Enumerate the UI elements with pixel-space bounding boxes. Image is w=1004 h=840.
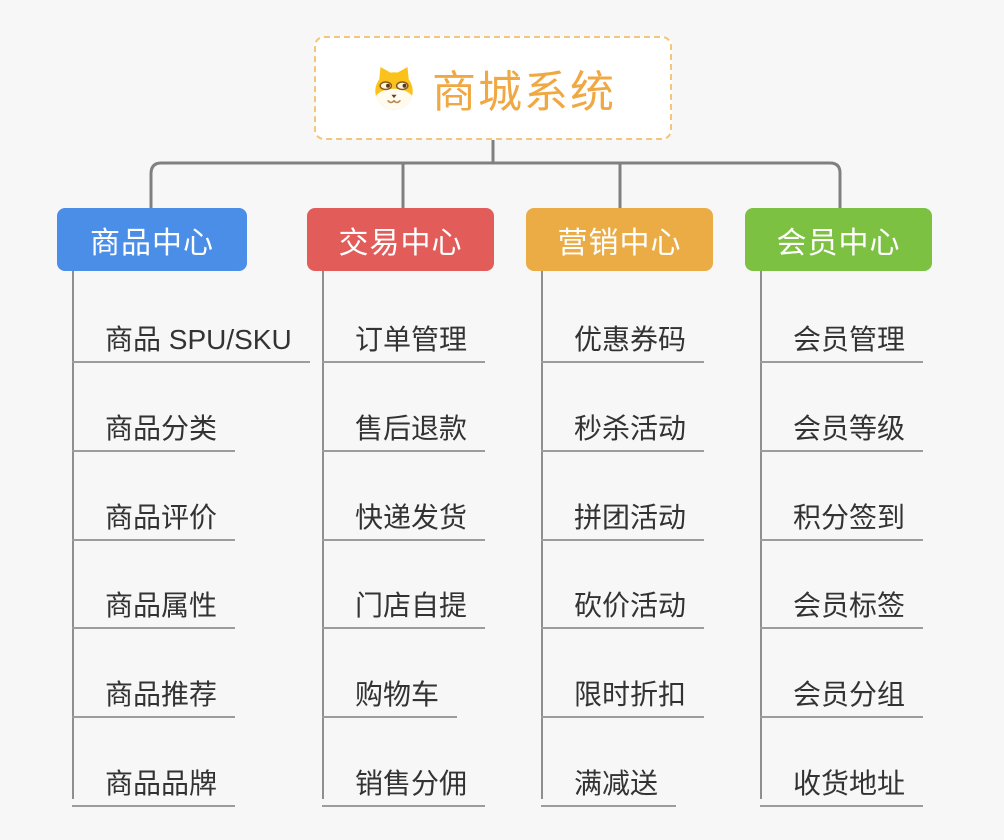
- branch-label: 会员中心: [776, 226, 901, 260]
- subtopic-label: 积分签到: [793, 502, 906, 533]
- subtopic-node[interactable]: 满减送: [541, 754, 677, 807]
- subtopic-label: 商品品牌: [105, 768, 218, 799]
- subtopic-node[interactable]: 限时折扣: [541, 665, 705, 718]
- subtopic-node[interactable]: 快递发货: [322, 488, 486, 541]
- subtopic-label: 售后退款: [355, 413, 468, 444]
- subtopic-node[interactable]: 优惠券码: [541, 310, 705, 363]
- subtopic-label: 商品 SPU/SKU: [105, 324, 292, 355]
- subtopic-node[interactable]: 销售分佣: [322, 754, 486, 807]
- subtopic-node[interactable]: 售后退款: [322, 399, 486, 452]
- subtopic-label: 商品属性: [105, 590, 218, 621]
- subtopic-label: 会员管理: [793, 324, 906, 355]
- subtopic-label: 订单管理: [355, 324, 468, 355]
- subtopic-node[interactable]: 会员分组: [760, 665, 924, 718]
- subtopic-node[interactable]: 秒杀活动: [541, 399, 705, 452]
- branch-node-marketing-center[interactable]: 营销中心: [526, 208, 713, 271]
- subtopic-label: 商品分类: [105, 413, 218, 444]
- subtopic-label: 快递发货: [355, 502, 468, 533]
- subtopic-node[interactable]: 商品评价: [72, 488, 236, 541]
- subtopic-node[interactable]: 积分签到: [760, 488, 924, 541]
- branch-label: 营销中心: [557, 226, 682, 260]
- subtopic-label: 商品评价: [105, 502, 218, 533]
- subtopic-label: 会员分组: [793, 679, 906, 710]
- branch-label: 商品中心: [90, 226, 214, 260]
- subtopic-node[interactable]: 会员管理: [760, 310, 924, 363]
- subtopic-node[interactable]: 会员标签: [760, 576, 924, 629]
- subtopic-label: 收货地址: [793, 768, 906, 799]
- subtopic-label: 限时折扣: [574, 679, 687, 710]
- subtopic-label: 销售分佣: [355, 768, 468, 799]
- branch-node-product-center[interactable]: 商品中心: [57, 208, 247, 271]
- subtopic-label: 秒杀活动: [574, 413, 687, 444]
- root-title: 商城系统: [432, 68, 616, 117]
- subtopic-label: 拼团活动: [574, 502, 687, 533]
- subtopic-label: 购物车: [355, 679, 440, 710]
- subtopic-label: 砍价活动: [574, 590, 687, 621]
- subtopic-label: 门店自提: [355, 590, 468, 621]
- subtopic-node[interactable]: 商品品牌: [72, 754, 236, 807]
- subtopic-label: 会员等级: [793, 413, 906, 444]
- branch-label: 交易中心: [338, 226, 463, 260]
- subtopic-label: 会员标签: [793, 590, 906, 621]
- branch-node-trade-center[interactable]: 交易中心: [307, 208, 494, 271]
- subtopic-label: 优惠券码: [574, 324, 687, 355]
- subtopic-node[interactable]: 购物车: [322, 665, 458, 718]
- subtopic-node[interactable]: 商品属性: [72, 576, 236, 629]
- root-node[interactable]: 商城系统: [314, 36, 672, 140]
- branch-node-member-center[interactable]: 会员中心: [745, 208, 932, 271]
- subtopic-label: 满减送: [574, 768, 659, 799]
- subtopic-node[interactable]: 商品分类: [72, 399, 236, 452]
- subtopic-node[interactable]: 商品 SPU/SKU: [72, 310, 310, 363]
- subtopic-node[interactable]: 拼团活动: [541, 488, 705, 541]
- subtopic-node[interactable]: 收货地址: [760, 754, 924, 807]
- subtopic-label: 商品推荐: [105, 679, 218, 710]
- subtopic-node[interactable]: 砍价活动: [541, 576, 705, 629]
- subtopic-node[interactable]: 门店自提: [322, 576, 486, 629]
- dog-face-icon: [370, 64, 418, 112]
- subtopic-node[interactable]: 订单管理: [322, 310, 486, 363]
- subtopic-node[interactable]: 商品推荐: [72, 665, 236, 718]
- subtopic-node[interactable]: 会员等级: [760, 399, 924, 452]
